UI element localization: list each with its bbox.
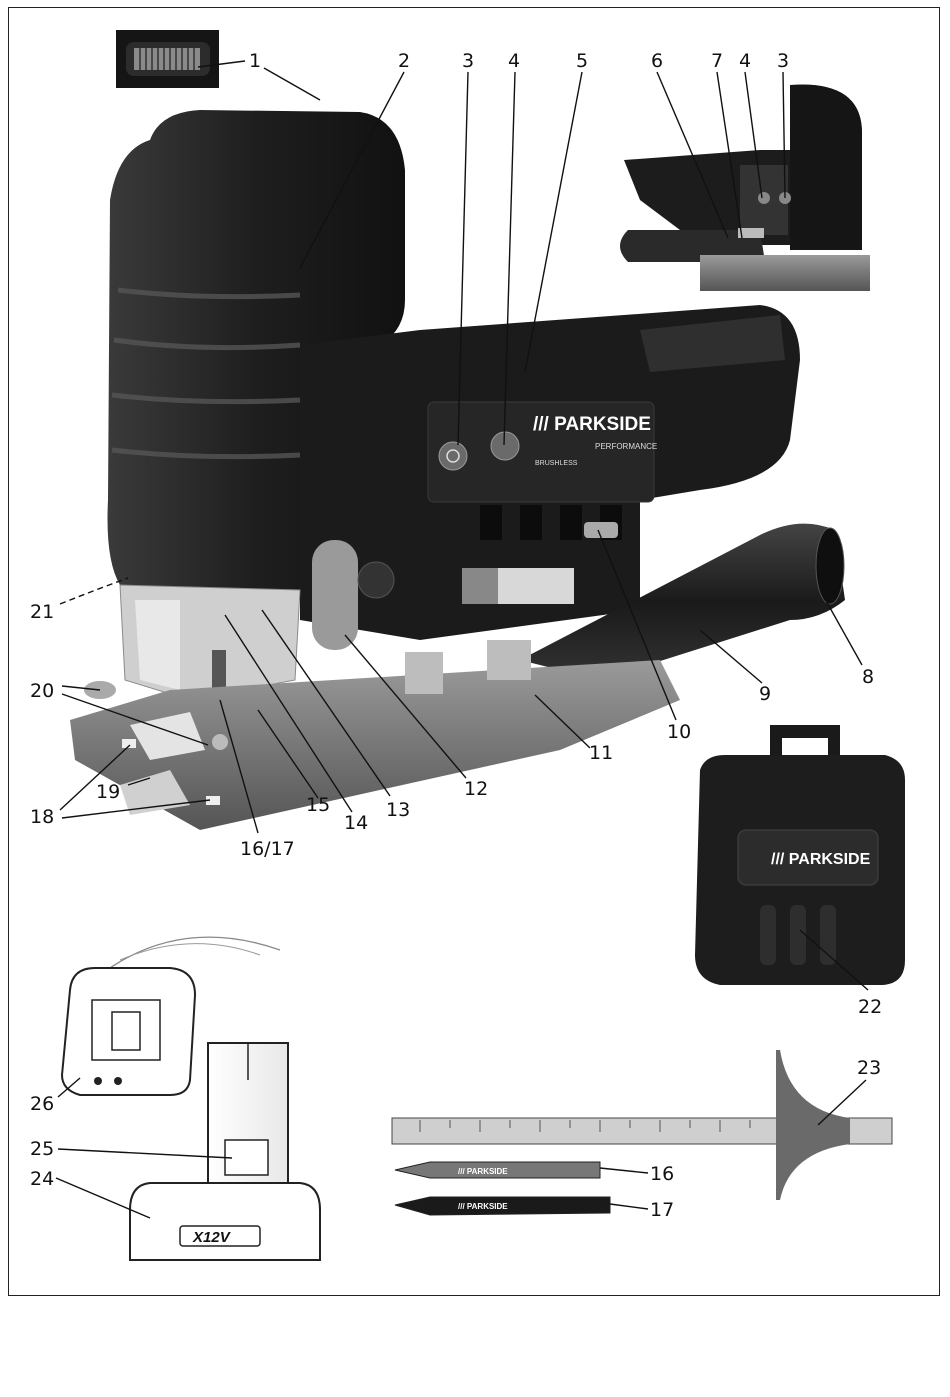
charger — [60, 936, 281, 1096]
callout-1: 1 — [249, 50, 261, 72]
svg-text:BRUSHLESS: BRUSHLESS — [535, 460, 578, 467]
callout-18: 18 — [30, 806, 54, 828]
callout-16-17: 16/17 — [240, 838, 295, 860]
speed-wheel-inset — [116, 30, 219, 88]
rear-view-inset — [620, 84, 870, 291]
callout-6: 6 — [651, 50, 663, 72]
callout-2: 2 — [398, 50, 410, 72]
jigsaw-main-image: /// PARKSIDE PERFORMANCE BRUSHLESS — [70, 110, 845, 830]
saw-blades: /// PARKSIDE /// PARKSIDE — [394, 1161, 611, 1216]
svg-text:/// PARKSIDE: /// PARKSIDE — [458, 1202, 508, 1211]
callout-23: 23 — [857, 1057, 881, 1079]
callout-5: 5 — [576, 50, 588, 72]
battery-pack: X12V — [129, 1042, 321, 1261]
callout-20: 20 — [30, 680, 54, 702]
callout-21: 21 — [30, 601, 54, 623]
parallel-guide — [391, 1050, 893, 1200]
callout-4: 4 — [508, 50, 520, 72]
callout-14: 14 — [344, 812, 368, 834]
svg-text:/// PARKSIDE: /// PARKSIDE — [533, 414, 651, 435]
svg-text:PERFORMANCE: PERFORMANCE — [595, 442, 657, 451]
callout-3-rear: 3 — [777, 50, 789, 72]
callout-22: 22 — [858, 996, 882, 1018]
callout-8: 8 — [862, 666, 874, 688]
callout-13: 13 — [386, 799, 410, 821]
callout-11: 11 — [589, 742, 613, 764]
callout-26: 26 — [30, 1093, 54, 1115]
callout-19: 19 — [96, 781, 120, 803]
callout-7: 7 — [711, 50, 723, 72]
callout-4-rear: 4 — [739, 50, 751, 72]
callout-9: 9 — [759, 683, 771, 705]
callout-24: 24 — [30, 1168, 54, 1190]
callout-25: 25 — [30, 1138, 54, 1160]
callout-3: 3 — [462, 50, 474, 72]
callout-15: 15 — [306, 794, 330, 816]
svg-text:/// PARKSIDE: /// PARKSIDE — [771, 851, 871, 868]
callout-17: 17 — [650, 1199, 674, 1221]
carrying-case: /// PARKSIDE — [695, 725, 905, 985]
callout-16: 16 — [650, 1163, 674, 1185]
svg-text:X12V: X12V — [192, 1229, 232, 1246]
svg-text:/// PARKSIDE: /// PARKSIDE — [458, 1167, 508, 1176]
callout-12: 12 — [464, 778, 488, 800]
callout-10: 10 — [667, 721, 691, 743]
leader-lines — [55, 60, 869, 1219]
